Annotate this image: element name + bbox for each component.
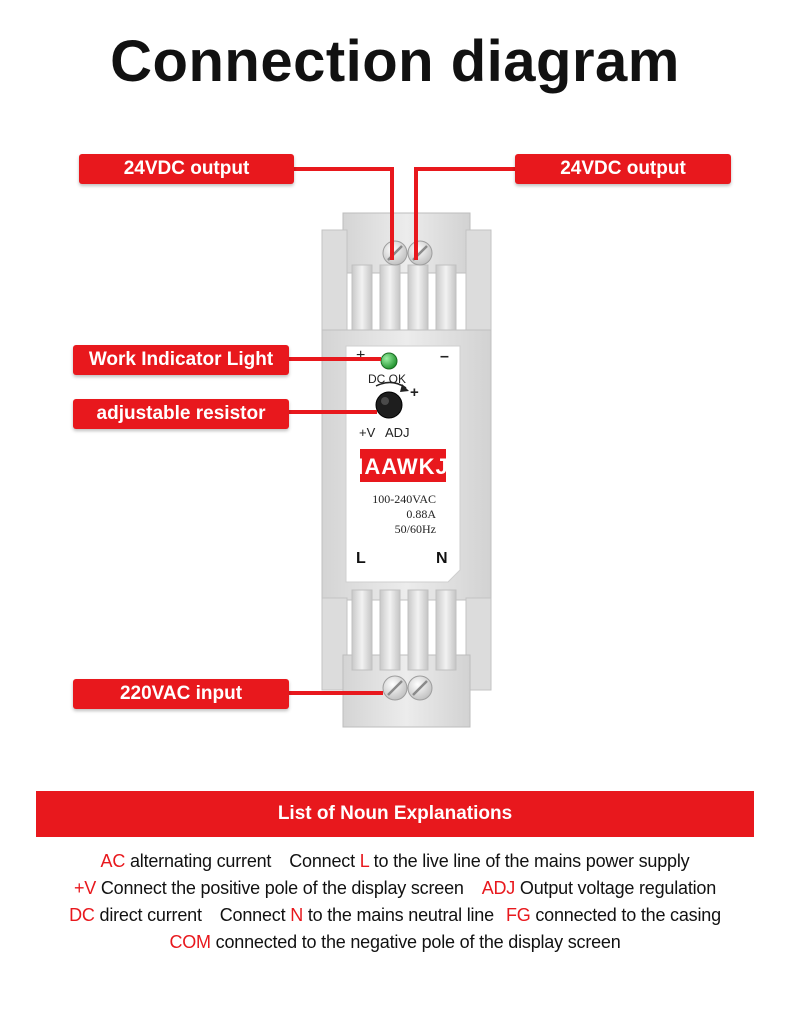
- term-dc: DC: [69, 905, 95, 925]
- term-fg-text: connected to the casing: [530, 905, 721, 925]
- callout-24vdc-output-right: 24VDC output: [515, 154, 731, 184]
- bottom-terminal-block: [321, 589, 492, 728]
- bottom-screw-left: [382, 675, 408, 701]
- top-screw-right: [407, 240, 433, 266]
- explanation-row: DC direct current Connect N to the mains …: [0, 902, 790, 929]
- explanation-row: COM connected to the negative pole of th…: [0, 929, 790, 956]
- leader-output-right: [414, 167, 516, 260]
- plus-sign: +: [356, 347, 365, 364]
- brand-logo: IAAWKJ: [357, 454, 449, 479]
- explanations-heading: List of Noun Explanations: [36, 791, 754, 837]
- plus-v-label: +V: [359, 425, 376, 440]
- leader-output-left: [292, 167, 394, 260]
- adj-label: ADJ: [385, 425, 410, 440]
- explanation-row: +V Connect the positive pole of the disp…: [0, 875, 790, 902]
- work-indicator-led: [380, 352, 398, 370]
- brand-logo-plate: [360, 449, 446, 482]
- neutral-terminal-label: N: [436, 550, 448, 567]
- dc-ok-label: DC OK: [368, 372, 406, 386]
- knob-highlight: [381, 397, 389, 405]
- term-l: L: [359, 851, 369, 871]
- top-terminal-block: [321, 212, 492, 344]
- term-plus-v-text: Connect the positive pole of the display…: [96, 878, 464, 898]
- term-com-text: connected to the negative pole of the di…: [210, 932, 621, 952]
- power-supply-diagram: + – DC OK + +V ADJ IAAWKJ 100-240VAC 0.8…: [287, 167, 516, 728]
- callout-24vdc-output-left: 24VDC output: [79, 154, 294, 184]
- input-voltage-rating: 100-240VAC: [372, 492, 436, 506]
- term-plus-v: +V: [73, 878, 97, 898]
- term-l-text: to the live line of the mains power supp…: [368, 851, 690, 871]
- connect-n-prefix: Connect: [219, 905, 291, 925]
- arrow-head-icon: [400, 384, 409, 392]
- connect-l-prefix: Connect: [289, 851, 360, 871]
- term-n: N: [290, 905, 304, 925]
- page-title: Connection diagram: [110, 29, 680, 94]
- current-rating: 0.88A: [406, 507, 436, 521]
- arrow-plus-sign: +: [410, 384, 419, 401]
- term-ac: AC: [100, 851, 126, 871]
- term-com: COM: [169, 932, 211, 952]
- callout-adjustable-resistor: adjustable resistor: [73, 399, 289, 429]
- term-n-text: to the mains neutral line: [303, 905, 494, 925]
- term-adj-text: Output voltage regulation: [515, 878, 717, 898]
- leader-lines: [287, 167, 516, 695]
- frequency-rating: 50/60Hz: [395, 522, 436, 536]
- callout-220vac-input: 220VAC input: [73, 679, 289, 709]
- live-terminal-label: L: [356, 550, 366, 567]
- adjustable-resistor-knob: [375, 391, 403, 419]
- term-adj: ADJ: [481, 878, 516, 898]
- bottom-screw-right: [407, 675, 433, 701]
- term-dc-text: direct current: [94, 905, 202, 925]
- term-fg: FG: [505, 905, 531, 925]
- callout-work-indicator-light: Work Indicator Light: [73, 345, 289, 375]
- term-ac-text: alternating current: [125, 851, 272, 871]
- top-screw-left: [382, 240, 408, 266]
- minus-sign: –: [440, 348, 449, 365]
- explanation-row: AC alternating current Connect L to the l…: [0, 848, 790, 875]
